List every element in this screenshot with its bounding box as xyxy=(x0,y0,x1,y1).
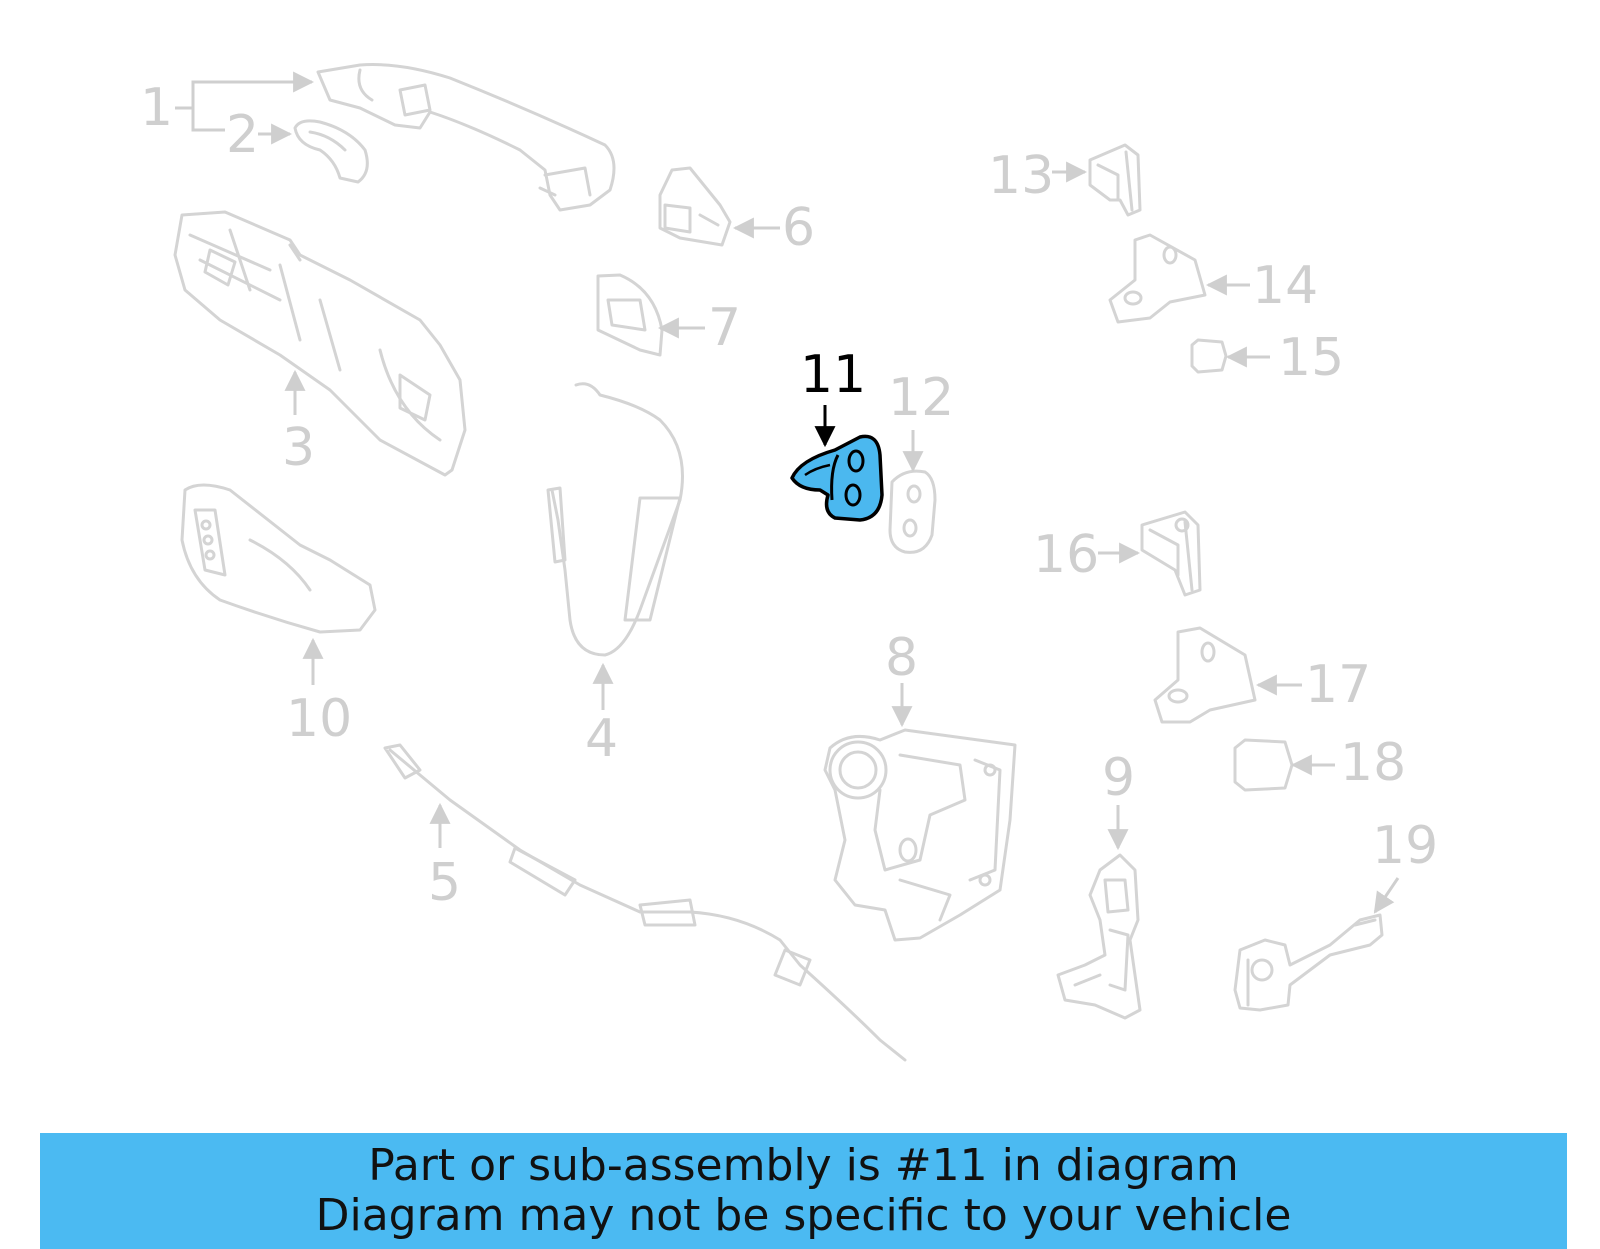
callout-label-3: 3 xyxy=(282,418,315,478)
callout-label-7: 7 xyxy=(708,298,741,358)
part-1-exterior-handle xyxy=(316,63,616,212)
parts-diagram: 1 2 3 6 7 4 10 5 xyxy=(140,63,1438,1062)
callout-label-5: 5 xyxy=(428,853,461,913)
banner-line-1: Part or sub-assembly is #11 in diagram xyxy=(368,1140,1239,1191)
part-10-interior-handle xyxy=(180,483,377,634)
callout-label-2: 2 xyxy=(226,105,259,165)
part-11-highlighted xyxy=(790,434,884,522)
callout-label-15: 15 xyxy=(1278,328,1344,388)
callout-label-6: 6 xyxy=(782,198,815,258)
part-17-hinge xyxy=(1153,626,1257,724)
part-3-handle-bracket xyxy=(173,210,467,477)
part-12-shim xyxy=(888,469,937,554)
callout-label-17: 17 xyxy=(1305,655,1371,715)
callout-label-8: 8 xyxy=(885,628,918,688)
part-16-hinge xyxy=(1140,510,1202,597)
callout-label-13: 13 xyxy=(988,146,1054,206)
part-14-hinge xyxy=(1108,233,1207,324)
part-7-cover xyxy=(596,273,664,357)
callout-label-10: 10 xyxy=(286,689,352,749)
part-19-check-link xyxy=(1233,913,1384,1012)
part-15-bushing xyxy=(1190,338,1228,374)
callout-label-19: 19 xyxy=(1372,816,1438,876)
callout-label-16: 16 xyxy=(1033,525,1099,585)
callout-label-14: 14 xyxy=(1252,256,1318,316)
callout-label-18: 18 xyxy=(1340,733,1406,793)
part-18-bushing xyxy=(1233,738,1294,792)
part-9-striker xyxy=(1056,853,1142,1020)
part-5-cable xyxy=(383,743,907,1062)
callout-label-11: 11 xyxy=(800,345,866,405)
callout-label-12: 12 xyxy=(888,368,954,428)
banner-line-2: Diagram may not be specific to your vehi… xyxy=(315,1190,1292,1241)
part-13-hinge xyxy=(1088,143,1142,217)
callout-label-1: 1 xyxy=(140,78,173,138)
part-2-gasket xyxy=(293,119,369,184)
part-6-clip xyxy=(658,166,732,247)
part-8-latch xyxy=(823,728,1017,942)
callout-label-4: 4 xyxy=(585,709,618,769)
part-4-cable xyxy=(546,382,684,657)
info-banner: Part or sub-assembly is #11 in diagram D… xyxy=(40,1133,1567,1249)
callout-label-9: 9 xyxy=(1102,748,1135,808)
